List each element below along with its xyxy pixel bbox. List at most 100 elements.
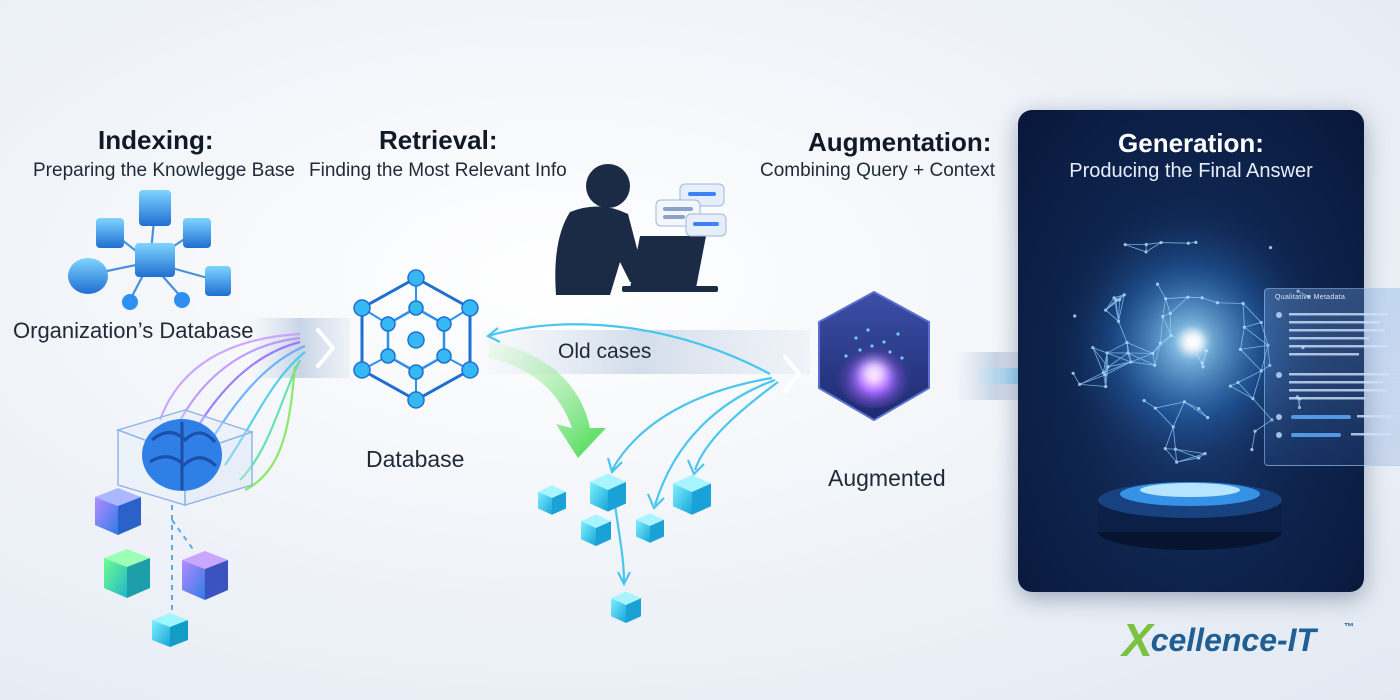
network-node — [1123, 243, 1127, 247]
network-edge — [1105, 299, 1117, 311]
network-edge — [1103, 361, 1132, 374]
network-edge — [1217, 302, 1244, 304]
database-label: Database — [366, 446, 465, 472]
network-node — [1073, 314, 1077, 318]
network-node — [1078, 382, 1082, 386]
network-node — [1259, 320, 1263, 325]
answer-info-card: Qualitative Metadata — [1264, 288, 1400, 466]
network-edge — [1106, 352, 1132, 363]
old-cases-label: Old cases — [558, 340, 652, 363]
server-network-icon — [68, 190, 231, 310]
network-edge — [1165, 448, 1176, 450]
data-streams — [158, 332, 306, 491]
network-node — [1186, 241, 1190, 245]
network-edge — [1160, 335, 1172, 344]
network-edge — [1252, 370, 1262, 399]
network-edge — [1105, 297, 1115, 311]
network-node — [1182, 400, 1187, 404]
network-edge — [1072, 373, 1080, 385]
network-node — [1197, 456, 1201, 460]
network-node — [1155, 282, 1160, 286]
network-node — [1251, 397, 1255, 401]
network-node — [1103, 373, 1107, 377]
network-edge — [1105, 361, 1132, 376]
network-node — [1197, 407, 1201, 411]
network-edge — [1184, 401, 1199, 410]
logo-mark: X — [1122, 614, 1153, 666]
network-node — [1253, 429, 1257, 433]
dashed-connectors — [171, 505, 196, 612]
network-node — [1228, 384, 1232, 388]
network-edge — [1187, 296, 1203, 299]
network-node — [1116, 319, 1121, 323]
network-edge — [1125, 244, 1147, 253]
network-node — [1236, 380, 1240, 385]
network-edge — [1092, 347, 1108, 354]
augmented-context-icon — [818, 291, 930, 421]
network-edge — [1162, 316, 1172, 336]
network-edge — [1242, 303, 1262, 323]
network-node — [1200, 296, 1204, 300]
data-cube — [538, 485, 566, 515]
network-edge — [1105, 366, 1109, 387]
network-edge — [1118, 294, 1125, 322]
augmented-label: Augmented — [828, 465, 946, 491]
network-edge — [1157, 284, 1167, 299]
network-edge — [1240, 344, 1268, 350]
company-logo: Xcellence-IT — [1122, 616, 1316, 664]
network-node — [1104, 308, 1108, 312]
network-edge — [1079, 383, 1106, 387]
chat-bubbles-icon — [655, 183, 727, 237]
network-edge — [1244, 326, 1269, 346]
network-edge — [1155, 407, 1174, 428]
network-node — [1169, 333, 1173, 338]
retrieval-flow-arrows — [485, 323, 779, 587]
network-node — [1105, 351, 1109, 355]
network-edge — [1184, 401, 1208, 418]
network-edge — [1145, 242, 1162, 253]
trademark-symbol: ™ — [1344, 622, 1354, 633]
data-cube — [636, 513, 664, 543]
network-edge — [1152, 335, 1172, 354]
network-node — [1144, 242, 1148, 247]
network-node — [1122, 293, 1126, 297]
network-edge — [1118, 321, 1128, 343]
network-edge — [1162, 298, 1167, 317]
retrieval-title: Retrieval: — [379, 125, 498, 155]
network-edge — [1165, 448, 1177, 463]
network-edge — [1230, 385, 1254, 399]
network-edge — [1118, 299, 1120, 322]
orb-network-lines — [1071, 240, 1311, 464]
generation-subtitle: Producing the Final Answer — [1069, 160, 1313, 182]
network-edge — [1175, 448, 1206, 455]
network-edge — [1146, 242, 1162, 245]
network-node — [1158, 341, 1162, 345]
network-edge — [1267, 345, 1271, 366]
network-edge — [1164, 426, 1174, 449]
network-node — [1194, 240, 1198, 244]
network-node — [1112, 296, 1116, 300]
network-edge — [1126, 342, 1153, 354]
network-edge — [1237, 382, 1254, 399]
network-edge — [1165, 298, 1171, 314]
network-node — [1173, 447, 1178, 451]
network-node — [1125, 340, 1129, 345]
network-edge — [1155, 401, 1185, 409]
network-node — [1126, 351, 1130, 355]
chevron-right-icon — [316, 328, 335, 368]
generation-panel-graphics — [1050, 202, 1330, 550]
network-edge — [1261, 365, 1270, 372]
data-cube — [95, 488, 141, 535]
network-edge — [1154, 342, 1161, 366]
network-edge — [1126, 342, 1129, 354]
hologram-pedestal — [1098, 482, 1282, 550]
network-node — [1101, 371, 1105, 375]
network-node — [1117, 298, 1122, 302]
network-edge — [1172, 426, 1176, 450]
indexing-title: Indexing: — [98, 125, 214, 155]
network-edge — [1152, 342, 1161, 354]
retrieval-subtitle: Finding the Most Relevant Info — [309, 160, 567, 181]
network-node — [1200, 361, 1204, 365]
network-edge — [1143, 400, 1156, 409]
network-edge — [1240, 327, 1245, 350]
